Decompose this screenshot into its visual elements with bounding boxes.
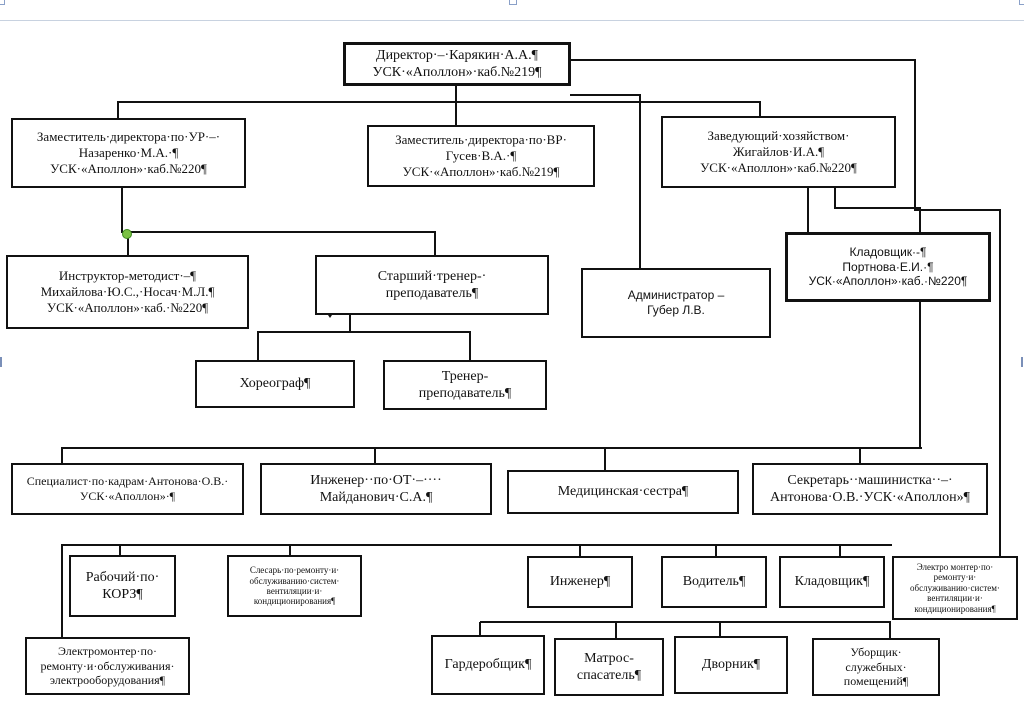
safety-engineer-line-2: Майданович·С.А.¶ bbox=[319, 490, 433, 505]
lifeguard-line-1: Матрос- bbox=[584, 650, 634, 666]
hr-specialist-line-2: УСК·«Аполлон»·¶ bbox=[79, 489, 176, 503]
instructor-methodist-line-2: Михайлова·Ю.С.,·Носач·М.Л.¶ bbox=[40, 284, 215, 300]
instructor-methodist-box[interactable]: Инструктор-методист·–¶ Михайлова·Ю.С.,·Н… bbox=[6, 255, 249, 329]
safety-engineer-line-1: Инженер··по·ОТ·–···· bbox=[310, 472, 442, 488]
electrician-equipment-line-2: ремонту·и·обслуживания· bbox=[40, 658, 175, 673]
nurse-box[interactable]: Медицинская·сестра¶ bbox=[507, 470, 739, 514]
choreographer-box[interactable]: Хореограф¶ bbox=[195, 360, 355, 408]
administrator-box[interactable]: Администратор – Губер Л.В. bbox=[581, 268, 771, 338]
instructor-methodist-line-1: Инструктор-методист·–¶ bbox=[58, 268, 197, 284]
electrician-ventilation-box[interactable]: Электро монтер·по· ремонту·и· обслуживан… bbox=[892, 556, 1018, 620]
senior-coach-line-2: преподаватель¶ bbox=[385, 286, 479, 301]
selection-handle-left[interactable] bbox=[0, 357, 2, 367]
selection-handle-top-left[interactable] bbox=[0, 0, 5, 5]
wardrobe-box[interactable]: Гардеробщик¶ bbox=[431, 635, 545, 695]
electrician-ventilation-line-4: вентиляции·и· bbox=[927, 593, 983, 604]
engineer-box[interactable]: Инженер¶ bbox=[527, 556, 633, 608]
coach-line-1: Тренер- bbox=[441, 368, 489, 384]
storekeeper-head-line-1: Кладовщик·-¶ bbox=[849, 245, 927, 260]
storekeeper-head-box[interactable]: Кладовщик·-¶ Портнова·Е.И.·¶ УСК·«Аполло… bbox=[785, 232, 991, 302]
deputy-ur-line-1: Заместитель·директора·по·УР·–· bbox=[36, 129, 221, 145]
storekeeper-head-line-2: Портнова·Е.И.·¶ bbox=[842, 259, 934, 274]
deputy-vr-line-2: Гусев·В.А.·¶ bbox=[445, 148, 517, 164]
locksmith-line-2: обслуживанию·систем· bbox=[249, 575, 340, 586]
instructor-methodist-line-3: УСК·«Аполлон»·каб.·№220¶ bbox=[46, 299, 209, 315]
director-line-1: Директор·–·Карякин·А.А.¶ bbox=[376, 47, 538, 63]
lifeguard-box[interactable]: Матрос- спасатель¶ bbox=[554, 638, 664, 696]
storekeeper-line-1: Кладовщик¶ bbox=[794, 574, 870, 590]
director-line-2: УСК·«Аполлон»·каб.№219¶ bbox=[372, 65, 542, 80]
selection-handle-top-right[interactable] bbox=[1019, 0, 1024, 5]
deputy-vr-line-3: УСК·«Аполлон»·каб.№219¶ bbox=[402, 163, 560, 179]
senior-coach-line-1: Старший·тренер-· bbox=[377, 268, 487, 284]
deputy-ur-line-2: Назаренко·М.А.·¶ bbox=[78, 145, 179, 161]
electrician-ventilation-line-3: обслуживанию·систем· bbox=[910, 582, 1000, 593]
worker-korz-box[interactable]: Рабочий·по· КОРЗ¶ bbox=[69, 555, 176, 617]
electrician-ventilation-line-5: кондиционирования¶ bbox=[914, 603, 996, 614]
deputy-vr-line-1: Заместитель·директора·по·ВР· bbox=[395, 132, 567, 148]
nurse-line-1: Медицинская·сестра¶ bbox=[557, 484, 689, 500]
electrician-equipment-line-3: электрооборудования¶ bbox=[49, 673, 166, 688]
director-box[interactable]: Директор·–·Карякин·А.А.¶ УСК·«Аполлон»·к… bbox=[343, 42, 571, 86]
storekeeper-head-line-3: УСК·«Аполлон»·каб.·№220¶ bbox=[808, 274, 968, 289]
secretary-line-2: Антонова·О.В.·УСК·«Аполлон»¶ bbox=[770, 490, 970, 505]
wardrobe-line-1: Гардеробщик¶ bbox=[444, 657, 532, 673]
cleaner-line-2: служебных· bbox=[845, 659, 907, 674]
cleaner-line-1: Уборщик· bbox=[850, 645, 902, 660]
administrator-line-1: Администратор – bbox=[627, 288, 725, 303]
janitor-line-1: Дворник¶ bbox=[701, 657, 761, 673]
locksmith-line-3: вентиляции·и· bbox=[266, 586, 323, 596]
electrician-equipment-box[interactable]: Электромонтер·по· ремонту·и·обслуживания… bbox=[25, 637, 190, 695]
deputy-vr-box[interactable]: Заместитель·директора·по·ВР· Гусев·В.А.·… bbox=[367, 125, 595, 187]
driver-line-1: Водитель¶ bbox=[682, 574, 746, 590]
worker-korz-line-2: КОРЗ¶ bbox=[102, 587, 143, 602]
cleaner-box[interactable]: Уборщик· служебных· помещений¶ bbox=[812, 638, 940, 696]
hr-specialist-line-1: Специалист·по·кадрам·Антонова·О.В.· bbox=[26, 474, 229, 489]
secretary-line-1: Секретарь··машинистка··–· bbox=[787, 472, 953, 488]
administrator-line-2: Губер Л.В. bbox=[647, 303, 705, 317]
electrician-ventilation-line-2: ремонту·и· bbox=[933, 572, 977, 583]
lifeguard-line-2: спасатель¶ bbox=[576, 668, 642, 683]
deputy-ur-line-3: УСК·«Аполлон»·каб.№220¶ bbox=[50, 160, 207, 176]
electrician-ventilation-line-1: Электро монтер·по· bbox=[916, 562, 994, 573]
janitor-box[interactable]: Дворник¶ bbox=[674, 636, 788, 694]
selection-handle-right[interactable] bbox=[1021, 357, 1023, 367]
household-head-line-2: Жигайлов·И.А.¶ bbox=[732, 144, 825, 160]
senior-coach-box[interactable]: Старший·тренер-· преподаватель¶ bbox=[315, 255, 549, 315]
household-head-box[interactable]: Заведующий·хозяйством· Жигайлов·И.А.¶ УС… bbox=[661, 116, 896, 188]
driver-box[interactable]: Водитель¶ bbox=[661, 556, 767, 608]
locksmith-line-1: Слесарь·по·ремонту·и· bbox=[249, 565, 340, 576]
hr-specialist-box[interactable]: Специалист·по·кадрам·Антонова·О.В.· УСК·… bbox=[11, 463, 244, 515]
safety-engineer-box[interactable]: Инженер··по·ОТ·–···· Майданович·С.А.¶ bbox=[260, 463, 492, 515]
household-head-line-3: УСК·«Аполлон»·каб.№220¶ bbox=[700, 159, 857, 175]
worker-korz-line-1: Рабочий·по· bbox=[85, 569, 160, 585]
coach-line-2: преподаватель¶ bbox=[418, 386, 512, 401]
coach-box[interactable]: Тренер- преподаватель¶ bbox=[383, 360, 547, 410]
connector-selection-dot[interactable] bbox=[122, 229, 132, 239]
cleaner-line-3: помещений¶ bbox=[843, 674, 909, 689]
household-head-line-1: Заведующий·хозяйством· bbox=[707, 128, 850, 144]
selection-handle-top-center[interactable] bbox=[509, 0, 517, 5]
choreographer-line-1: Хореограф¶ bbox=[239, 376, 311, 392]
secretary-box[interactable]: Секретарь··машинистка··–· Антонова·О.В.·… bbox=[752, 463, 988, 515]
electrician-equipment-line-1: Электромонтер·по· bbox=[58, 644, 157, 659]
engineer-line-1: Инженер¶ bbox=[549, 574, 611, 590]
locksmith-box[interactable]: Слесарь·по·ремонту·и· обслуживанию·систе… bbox=[227, 555, 362, 617]
document-top-ruler bbox=[0, 0, 1024, 21]
locksmith-line-4: кондиционирования¶ bbox=[253, 596, 336, 607]
deputy-ur-box[interactable]: Заместитель·директора·по·УР·–· Назаренко… bbox=[11, 118, 246, 188]
storekeeper-box[interactable]: Кладовщик¶ bbox=[779, 556, 885, 608]
